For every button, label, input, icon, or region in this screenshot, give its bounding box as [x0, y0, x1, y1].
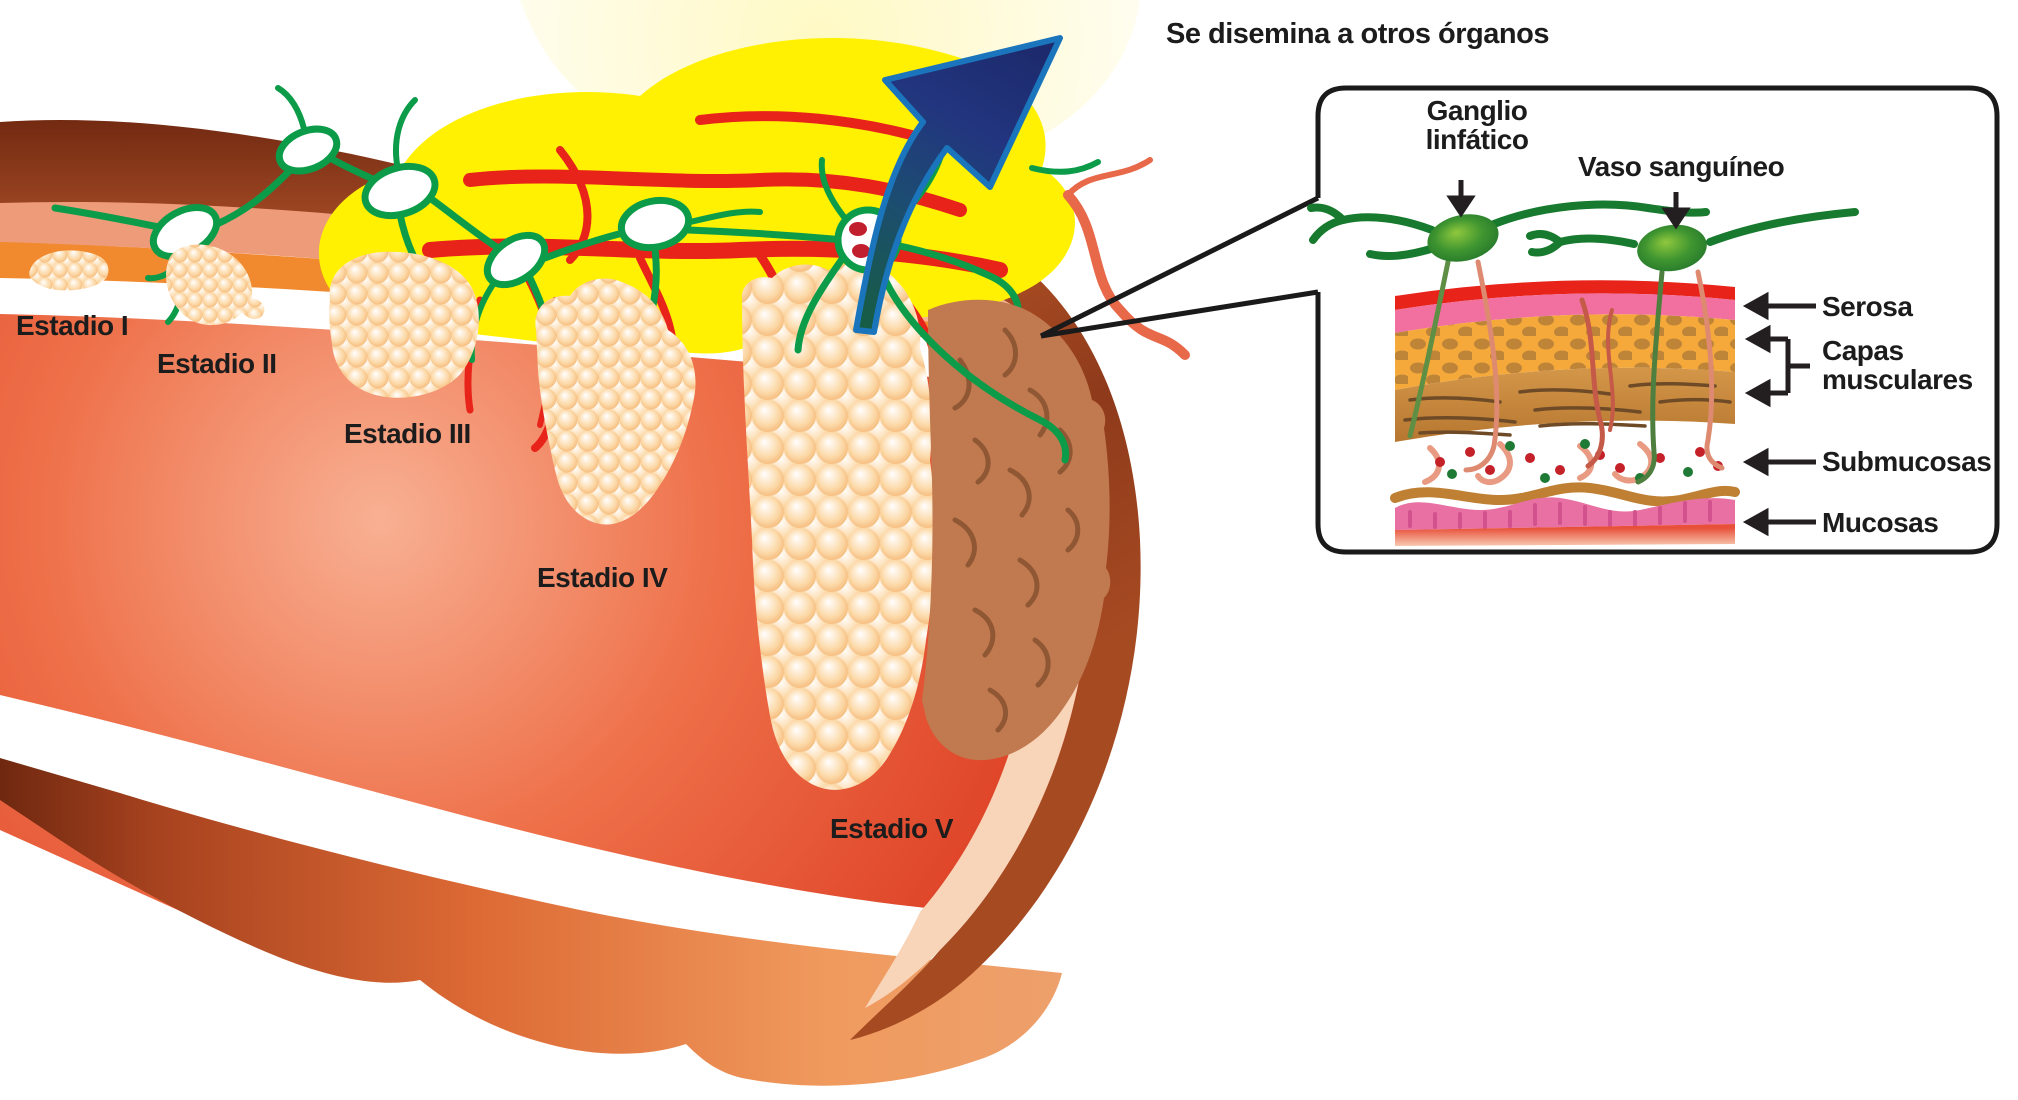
stage-3-label: Estadio III: [344, 418, 471, 449]
stage-5-label: Estadio V: [830, 813, 954, 844]
tumor-serosal-mass: [922, 299, 1111, 761]
tumor-stage-4: [535, 278, 696, 525]
inset-tissue-layers: [1307, 200, 1859, 546]
tumor-stage-1: [29, 250, 109, 291]
callout-lines: [1039, 195, 1320, 339]
ganglio-linfatico-label: Ganglio linfático: [1425, 95, 1529, 156]
stage-2-label: Estadio II: [157, 348, 277, 379]
mucosas-label: Mucosas: [1822, 507, 1939, 538]
layer-mucosa: [1395, 497, 1735, 546]
tumor-stage-2: [166, 244, 265, 326]
serosal-vessel-squiggles: [1063, 157, 1190, 360]
tumor-stage-5: [741, 263, 935, 790]
bracket-capas-musculares-icon: [1744, 324, 1810, 408]
serosa-label: Serosa: [1822, 291, 1913, 322]
layer-serosa: [1395, 280, 1735, 310]
metastasis-arrow: [853, 35, 1063, 335]
metastasis-label: Se disemina a otros órganos: [1166, 18, 1549, 50]
inset-lymph-node: [1307, 200, 1710, 262]
submucosas-label: Submucosas: [1822, 446, 1992, 477]
down-arrow-vaso-icon: [1661, 192, 1691, 230]
layer-muscular-2: [1395, 367, 1735, 442]
stage-1-label: Estadio I: [16, 310, 129, 341]
lymph-nodes: [149, 125, 693, 289]
tumor-stage-3: [329, 251, 479, 398]
left-arrow-submucosas-icon: [1742, 447, 1816, 477]
capas-musculares-label: Capas musculares: [1822, 335, 1973, 396]
down-arrow-ganglio-icon: [1446, 180, 1476, 218]
left-arrow-mucosas-icon: [1742, 507, 1816, 537]
left-arrow-serosa-icon: [1742, 291, 1816, 321]
inset-border: [1315, 85, 2000, 555]
vaso-sanguineo-label: Vaso sanguíneo: [1578, 151, 1785, 182]
layer-muscular-1: [1395, 314, 1735, 390]
stage-4-label: Estadio IV: [537, 562, 668, 593]
inset-blood-vessel-node: [1526, 208, 1859, 272]
inset-label-arrows: [1446, 180, 1816, 537]
